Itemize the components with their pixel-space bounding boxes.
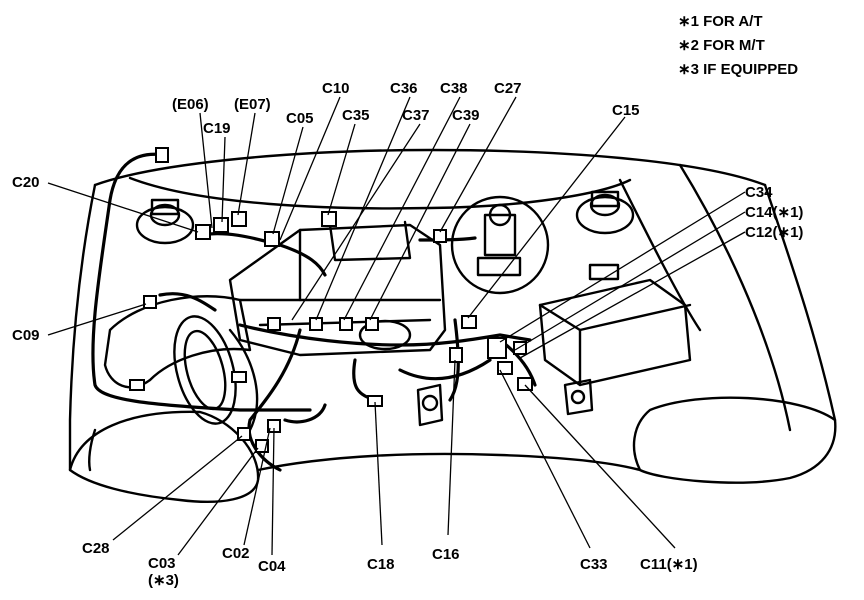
label-c37: C37: [402, 107, 430, 124]
hood-outline: [68, 148, 837, 472]
label-c14: C14(∗1): [745, 204, 804, 221]
label-c34: C34: [745, 184, 773, 201]
label-c35: C35: [342, 107, 370, 124]
label-c27: C27: [494, 80, 522, 97]
label-c03-note: (∗3): [148, 572, 179, 589]
brake-master-cylinder: [450, 195, 550, 295]
label-c19: C19: [203, 120, 231, 137]
label-c18: C18: [367, 556, 395, 573]
left-strut-tower: [135, 198, 195, 245]
front-bumper: [68, 396, 837, 503]
label-c03: C03: [148, 555, 176, 572]
label-c39: C39: [452, 107, 480, 124]
right-strut-tower: [575, 190, 635, 235]
label-c04: C04: [258, 558, 286, 575]
label-c05: C05: [286, 110, 314, 127]
connector-blocks: [129, 147, 533, 453]
label-c11: C11(∗1): [640, 556, 698, 573]
label-c28: C28: [82, 540, 110, 557]
label-e07: (E07): [234, 96, 271, 113]
label-c09: C09: [12, 327, 40, 344]
label-c10: C10: [322, 80, 350, 97]
leader-lines: [47, 96, 746, 556]
label-c02: C02: [222, 545, 250, 562]
center-bracket: [416, 378, 594, 427]
label-c36: C36: [390, 80, 418, 97]
label-c38: C38: [440, 80, 468, 97]
label-c16: C16: [432, 546, 460, 563]
battery: [538, 263, 692, 387]
label-c12: C12(∗1): [745, 224, 804, 241]
note-at: ∗1 FOR A/T: [678, 13, 763, 30]
label-c15: C15: [612, 102, 640, 119]
label-e06: (E06): [172, 96, 209, 113]
label-c33: C33: [580, 556, 608, 573]
note-mt: ∗2 FOR M/T: [678, 37, 765, 54]
label-c20: C20: [12, 174, 40, 191]
note-if-equipped: ∗3 IF EQUIPPED: [678, 61, 799, 78]
wiring-harness: [91, 152, 537, 472]
